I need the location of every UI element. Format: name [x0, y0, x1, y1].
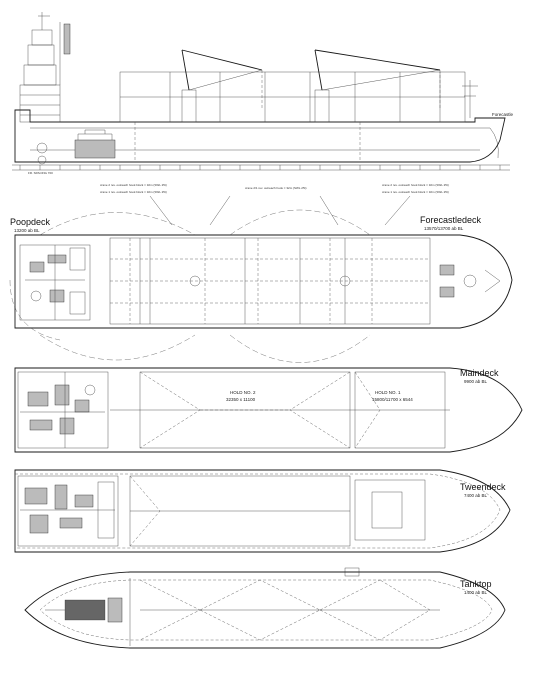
profile-view: Forecastle FR. SPACING 700	[12, 12, 514, 175]
tanktop-plan: Tanktop 1400 ab BL	[24, 567, 506, 649]
profile-frame-note: FR. SPACING 700	[28, 171, 53, 175]
frame-ticks	[19, 165, 501, 170]
crane-pedestal-aft	[189, 275, 201, 287]
forecastle-height: 13570/13700 ab BL	[424, 226, 464, 231]
profile-crane-fwd	[314, 49, 441, 123]
deck-plan-upper: Poopdeck 13200 ab BL Forecastledeck 1357…	[9, 209, 513, 363]
svg-text:crane 1 rev. outreach hook blo: crane 1 rev. outreach hook block = 32m (…	[100, 190, 167, 194]
tweendeck-plan: Tweendeck 7400 ab BL	[14, 469, 511, 553]
maindeck-hull	[14, 367, 523, 453]
maindeck-plan: Maindeck 9900 ab BL HOLD NO. 2 32350 x 1…	[14, 367, 523, 453]
svg-text:crane 2/1 rev. outreach hook =: crane 2/1 rev. outreach hook = 32m (SWL …	[245, 186, 306, 190]
forecastle-title: Forecastledeck	[420, 215, 482, 225]
poopdeck-height: 13200 ab BL	[14, 228, 40, 233]
tanktop-engine	[45, 578, 131, 646]
profile-forecastle-label: Forecastle	[492, 112, 514, 117]
upper-deck-hull	[14, 234, 513, 329]
tweendeck-height: 7400 ab BL	[464, 493, 488, 498]
tweendeck-title: Tweendeck	[460, 482, 506, 492]
tweendeck-machinery	[20, 481, 115, 539]
hold2-label: HOLD NO. 2	[230, 390, 256, 395]
profile-superstructure	[19, 12, 71, 123]
svg-text:crane 2 rev. outreach hook blo: crane 2 rev. outreach hook block = 32m (…	[382, 183, 449, 187]
tweendeck-hull	[14, 469, 511, 553]
maindeck-height: 9900 ab BL	[464, 379, 488, 384]
poopdeck-title: Poopdeck	[10, 217, 51, 227]
profile-engine-room	[36, 129, 116, 165]
hold2-dims: 32350 x 11100	[226, 397, 256, 402]
tanktop-hull	[24, 571, 506, 649]
svg-text:crane 1 rev. outreach hook blo: crane 1 rev. outreach hook block = 32m (…	[382, 190, 449, 194]
forecastle-equipment	[439, 264, 501, 298]
profile-crane-aft	[181, 49, 263, 123]
crane-pedestal-fwd	[339, 275, 351, 287]
poopdeck-accommodation	[19, 244, 91, 321]
hold1-label: HOLD NO. 1	[375, 390, 401, 395]
hold1-dims: 15800/11700 x 6544	[372, 397, 413, 402]
svg-text:crane 2 rev. outreach hook blo: crane 2 rev. outreach hook block = 32m (…	[100, 183, 167, 187]
tanktop-height: 1400 ab BL	[464, 590, 488, 595]
profile-hull-outline	[14, 109, 506, 163]
maindeck-machinery	[20, 372, 105, 448]
crane-outreach-annotations: crane 2 rev. outreach hook block = 32m (…	[100, 183, 449, 226]
